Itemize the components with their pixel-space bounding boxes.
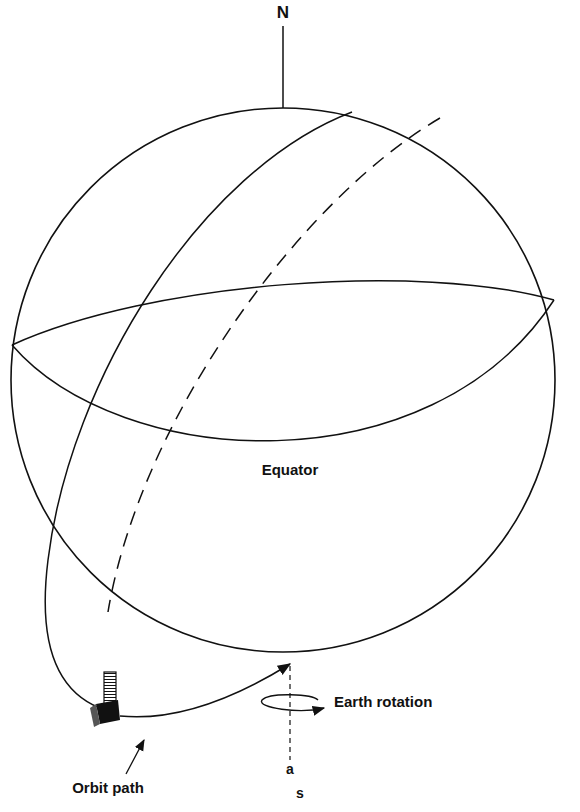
leader-line bbox=[126, 740, 144, 774]
equator-back bbox=[12, 281, 554, 345]
axis-letter: a bbox=[284, 762, 296, 777]
north-label: N bbox=[275, 4, 291, 23]
rotation-arrow bbox=[261, 695, 324, 711]
rotation-label: Earth rotation bbox=[332, 694, 434, 711]
south-axis bbox=[289, 666, 290, 760]
orbit-label: Orbit path bbox=[70, 780, 146, 797]
equator-line bbox=[12, 300, 554, 441]
axis-letter: s bbox=[294, 786, 306, 801]
orbit-far-side bbox=[108, 118, 440, 612]
equator-label: Equator bbox=[260, 462, 321, 479]
north-axis bbox=[282, 26, 284, 108]
earth-outline bbox=[11, 108, 555, 652]
orbit-path-arrow bbox=[120, 664, 290, 717]
orbit-path bbox=[45, 112, 352, 708]
satellite bbox=[90, 672, 120, 727]
